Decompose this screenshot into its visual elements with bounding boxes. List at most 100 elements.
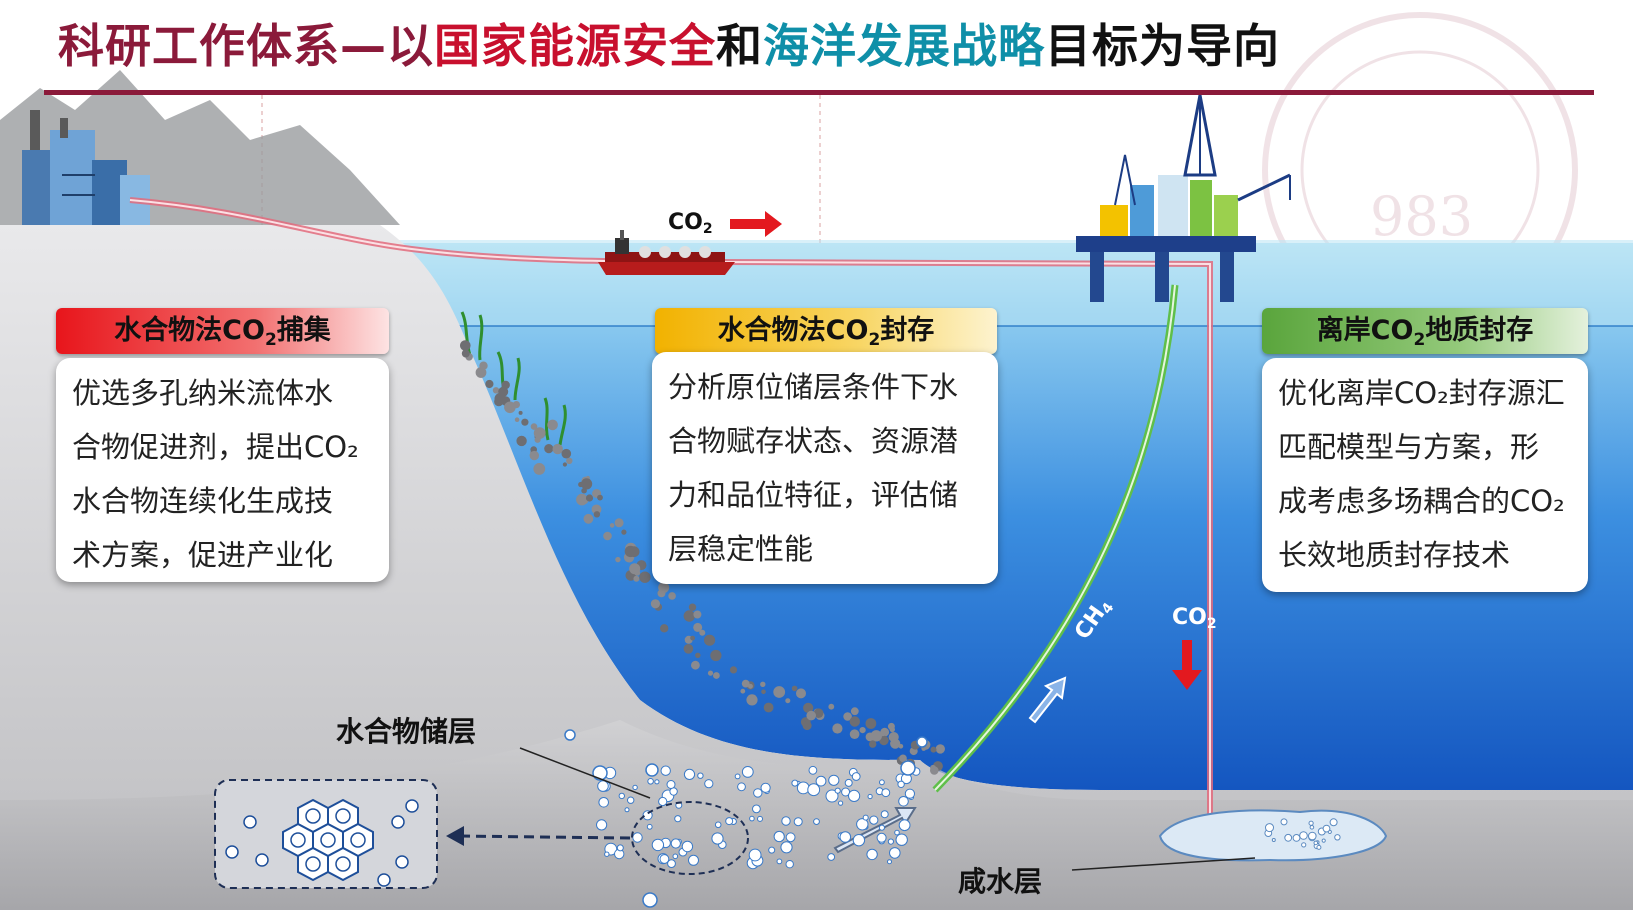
saline-label-leader	[1071, 857, 1256, 871]
tanker-ship-icon	[598, 230, 735, 275]
bubble	[598, 797, 610, 808]
bubble	[753, 788, 763, 798]
title-part-4: 海洋发展战略	[763, 19, 1045, 73]
rock	[621, 529, 627, 535]
ship-co2-sub: 2	[702, 221, 713, 237]
bubble	[624, 807, 630, 813]
rock	[683, 644, 694, 654]
rock	[828, 703, 835, 710]
card-storage-body: 分析原位储层条件下水 合物赋存状态、资源潜 力和品位特征，评估储 层稳定性能	[652, 352, 998, 584]
bubble	[793, 817, 803, 827]
rock	[865, 732, 875, 742]
title-divider	[44, 90, 1594, 95]
bubble	[714, 821, 722, 829]
card-capture-line: 合物促进剂，提出CO₂	[72, 430, 359, 464]
title-part-1: 科研工作体系—以	[58, 19, 434, 73]
rock	[849, 716, 860, 727]
card-capture-body: 优选多孔纳米流体水 合物促进剂，提出CO₂ 水合物连续化生成技 术方案，促进产业…	[56, 358, 389, 582]
rock	[552, 443, 563, 455]
card-capture-line: 优选多孔纳米流体水	[72, 376, 334, 410]
rock	[935, 744, 945, 754]
bubble	[916, 736, 928, 748]
ship-co2-label: CO2	[668, 210, 713, 237]
card-capture-header-suffix: 捕集	[276, 315, 331, 346]
rock	[576, 493, 588, 506]
bubble	[592, 765, 608, 781]
rock	[658, 582, 670, 593]
rock	[773, 686, 786, 698]
rock	[930, 764, 936, 771]
bubble	[785, 832, 796, 843]
bubble	[813, 818, 820, 825]
rock	[629, 563, 641, 575]
rock	[785, 698, 791, 704]
bubble	[670, 838, 681, 849]
land-coast	[0, 225, 1633, 910]
rock	[899, 754, 907, 763]
saline-bubble	[1329, 818, 1338, 827]
hydrate-lattice	[282, 798, 374, 882]
rock	[498, 386, 509, 397]
bubble	[825, 789, 839, 803]
rock	[633, 575, 640, 582]
bubble	[895, 833, 908, 846]
bubble	[632, 832, 643, 843]
saline-bubble	[1292, 834, 1301, 842]
rock	[690, 635, 695, 641]
rock	[691, 660, 700, 670]
arrow-up-icon	[1028, 676, 1067, 724]
bubble	[646, 823, 653, 830]
card-storage-header-sub: 2	[868, 330, 881, 350]
rock	[639, 571, 651, 583]
card-storage-line: 分析原位储层条件下水	[668, 370, 959, 404]
bubble	[632, 784, 638, 791]
rock	[660, 624, 669, 633]
card-capture-header-sub: 2	[264, 330, 277, 350]
bubble	[869, 815, 879, 825]
bubble	[897, 780, 905, 788]
bubble	[879, 779, 885, 786]
hydrate-label-leader	[519, 747, 651, 799]
bubble	[785, 860, 794, 869]
factory-icon	[22, 110, 150, 225]
bubble	[757, 815, 763, 822]
bubble	[666, 780, 676, 789]
rock	[514, 417, 520, 423]
saline-bubble	[1284, 833, 1293, 842]
bubble	[866, 848, 878, 861]
rock	[461, 349, 470, 358]
bubble	[604, 851, 610, 857]
rock	[843, 712, 852, 721]
rock	[668, 592, 676, 600]
rock	[704, 634, 716, 646]
rock	[859, 727, 866, 734]
card-storage-header: 水合物法CO2封存	[655, 308, 997, 354]
rock	[521, 418, 529, 426]
bubble	[749, 815, 755, 822]
hydrate-zone-outline	[631, 801, 749, 875]
saline-bubble	[1301, 842, 1307, 848]
rock	[683, 610, 695, 622]
bubble	[647, 778, 654, 785]
rock	[865, 718, 877, 729]
bubble	[737, 782, 746, 792]
saline-bubble	[1322, 824, 1331, 833]
rock	[712, 650, 721, 659]
bubble	[880, 810, 889, 819]
bubble	[645, 763, 659, 777]
rock	[583, 483, 589, 489]
rock	[850, 707, 859, 716]
bubble	[683, 768, 696, 781]
bubble	[780, 841, 793, 854]
saline-bubble	[1308, 831, 1317, 841]
bubble	[878, 824, 886, 831]
rock	[544, 444, 554, 454]
rock	[760, 681, 766, 687]
bubble	[887, 859, 892, 865]
bubble	[672, 853, 679, 860]
card-offshore-body: 优化离岸CO₂封存源汇 匹配模型与方案，形 成考虑多场耦合的CO₂ 长效地质封存…	[1262, 358, 1588, 592]
bubble	[564, 729, 576, 741]
bubble	[807, 783, 821, 797]
card-storage-line: 层稳定性能	[668, 532, 814, 566]
